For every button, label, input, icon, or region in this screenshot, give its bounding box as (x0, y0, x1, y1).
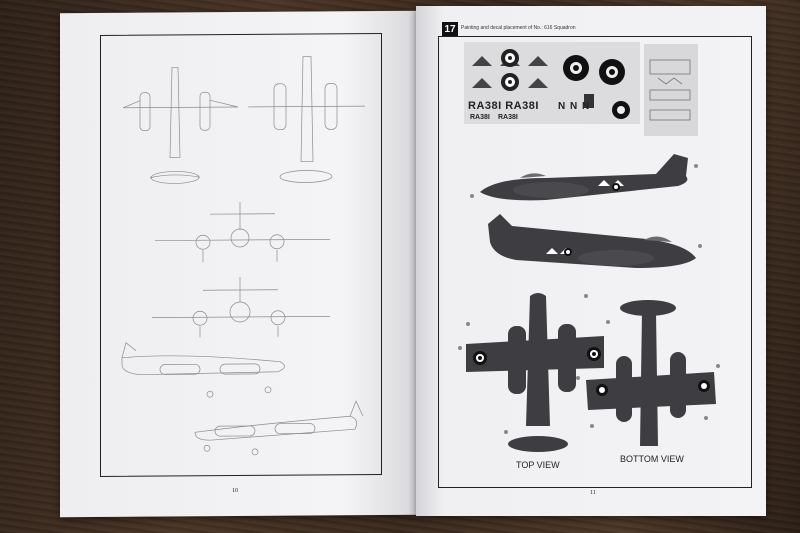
decal-sheet-masks (644, 44, 698, 136)
step-number-badge: 17 (442, 22, 458, 36)
side-profile-right-aircraft (488, 214, 696, 268)
mask-outlines (649, 59, 691, 121)
rear-view-drawing (152, 276, 330, 338)
left-page-number: 10 (232, 488, 238, 495)
right-page-frame (438, 36, 752, 488)
top-view-label: TOP VIEW (516, 460, 560, 470)
bottom-view-aircraft (586, 300, 716, 446)
step-title: Painting and decal placement of No.: 616… (461, 25, 576, 31)
front-view-drawing (155, 201, 330, 263)
side-view-right-drawing (194, 400, 364, 456)
plan-view-top-drawing (122, 67, 239, 184)
left-page: 10 (60, 10, 416, 518)
aircraft-illustrations (458, 154, 720, 452)
line-drawings (121, 56, 365, 456)
top-view-aircraft (466, 293, 604, 452)
decal-serial-large: RA38I RA38I (468, 100, 539, 112)
side-profile-left-aircraft (480, 154, 688, 201)
decal-serial-small: RA38I (470, 114, 490, 121)
callout-dots (458, 164, 720, 434)
decal-sheet: RA38I RA38I N N N RA38I RA38I (464, 42, 640, 124)
right-page: 17 Painting and decal placement of No.: … (416, 6, 766, 516)
bottom-view-label: BOTTOM VIEW (620, 454, 684, 464)
right-page-number: 11 (590, 490, 596, 496)
decal-code-letters: N N N (558, 101, 590, 112)
plan-view-bottom-drawing (248, 56, 365, 183)
decal-sheet-art (472, 49, 630, 119)
decal-serial-small-2: RA38I (498, 114, 518, 121)
side-view-left-drawing (121, 342, 285, 398)
